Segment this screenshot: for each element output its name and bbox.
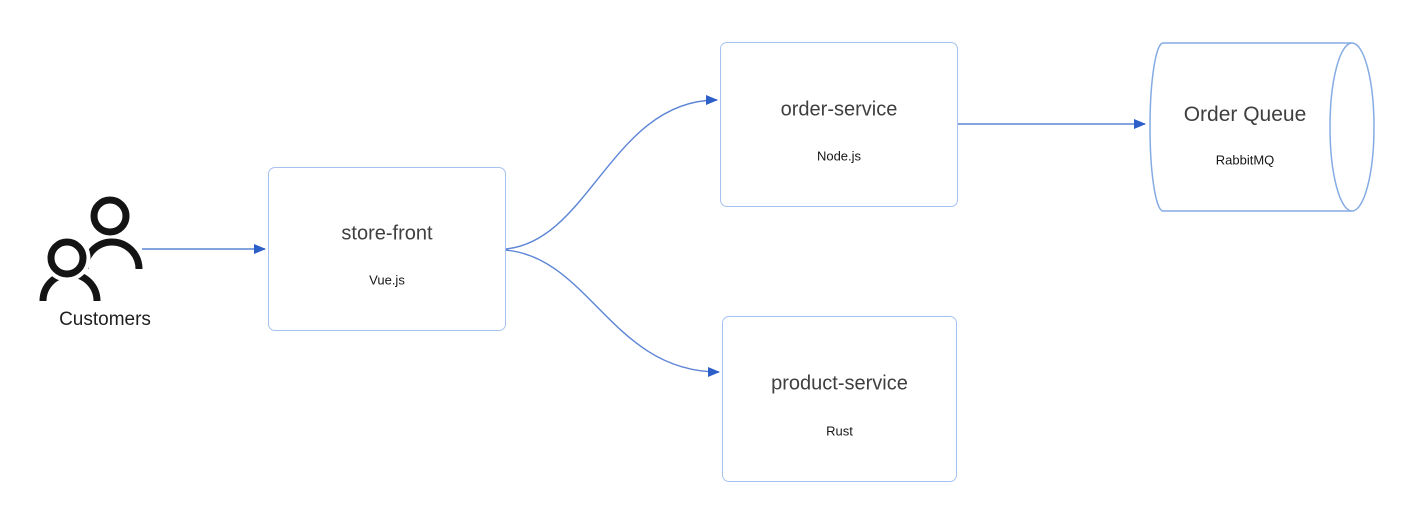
node-order-service: order-service Node.js [720,42,958,207]
node-order-queue-subtitle: RabbitMQ [1215,152,1275,168]
node-product-service-title: product-service [771,372,908,395]
actor-label: Customers [59,309,151,330]
node-store-front-subtitle: Vue.js [369,272,405,288]
order-queue-cylinder [1149,42,1375,212]
node-store-front: store-front Vue.js [268,167,506,331]
node-order-service-title: order-service [780,98,898,121]
node-store-front-title: store-front [341,222,433,245]
edge-storefront-orderservice [504,95,718,250]
edge-storefront-productservice [504,249,720,377]
node-order-queue-title: Order Queue [1183,103,1307,127]
node-product-service: product-service Rust [722,316,957,482]
node-product-service-subtitle: Rust [826,423,853,439]
customers-icon [35,196,143,302]
node-order-service-subtitle: Node.js [816,148,862,164]
node-order-queue: Order Queue RabbitMQ [1153,43,1337,211]
